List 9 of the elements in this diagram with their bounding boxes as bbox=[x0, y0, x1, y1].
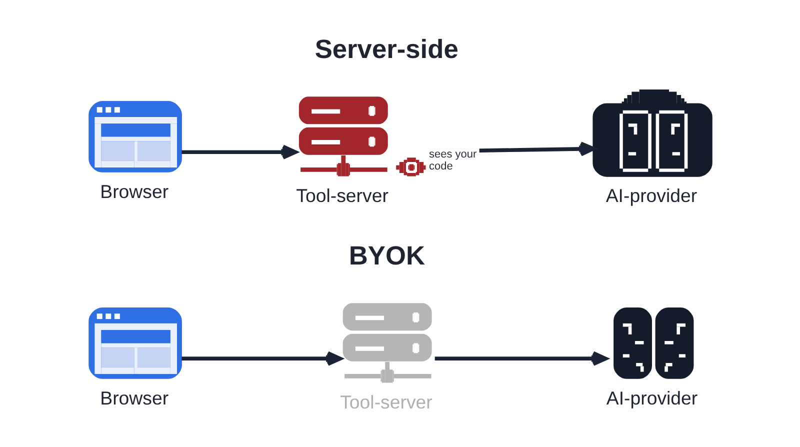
label: BYOK bbox=[348, 240, 425, 270]
node-label: AI-provider bbox=[606, 387, 698, 408]
node-label: AI-provider bbox=[605, 185, 697, 206]
node-label: Browser bbox=[100, 180, 168, 202]
label: Server-side bbox=[314, 34, 458, 64]
node-label: sees your code bbox=[428, 148, 476, 173]
node-label: Tool-server bbox=[296, 185, 388, 206]
node-label: Tool-server bbox=[340, 392, 432, 413]
node-label: Browser bbox=[100, 387, 168, 408]
